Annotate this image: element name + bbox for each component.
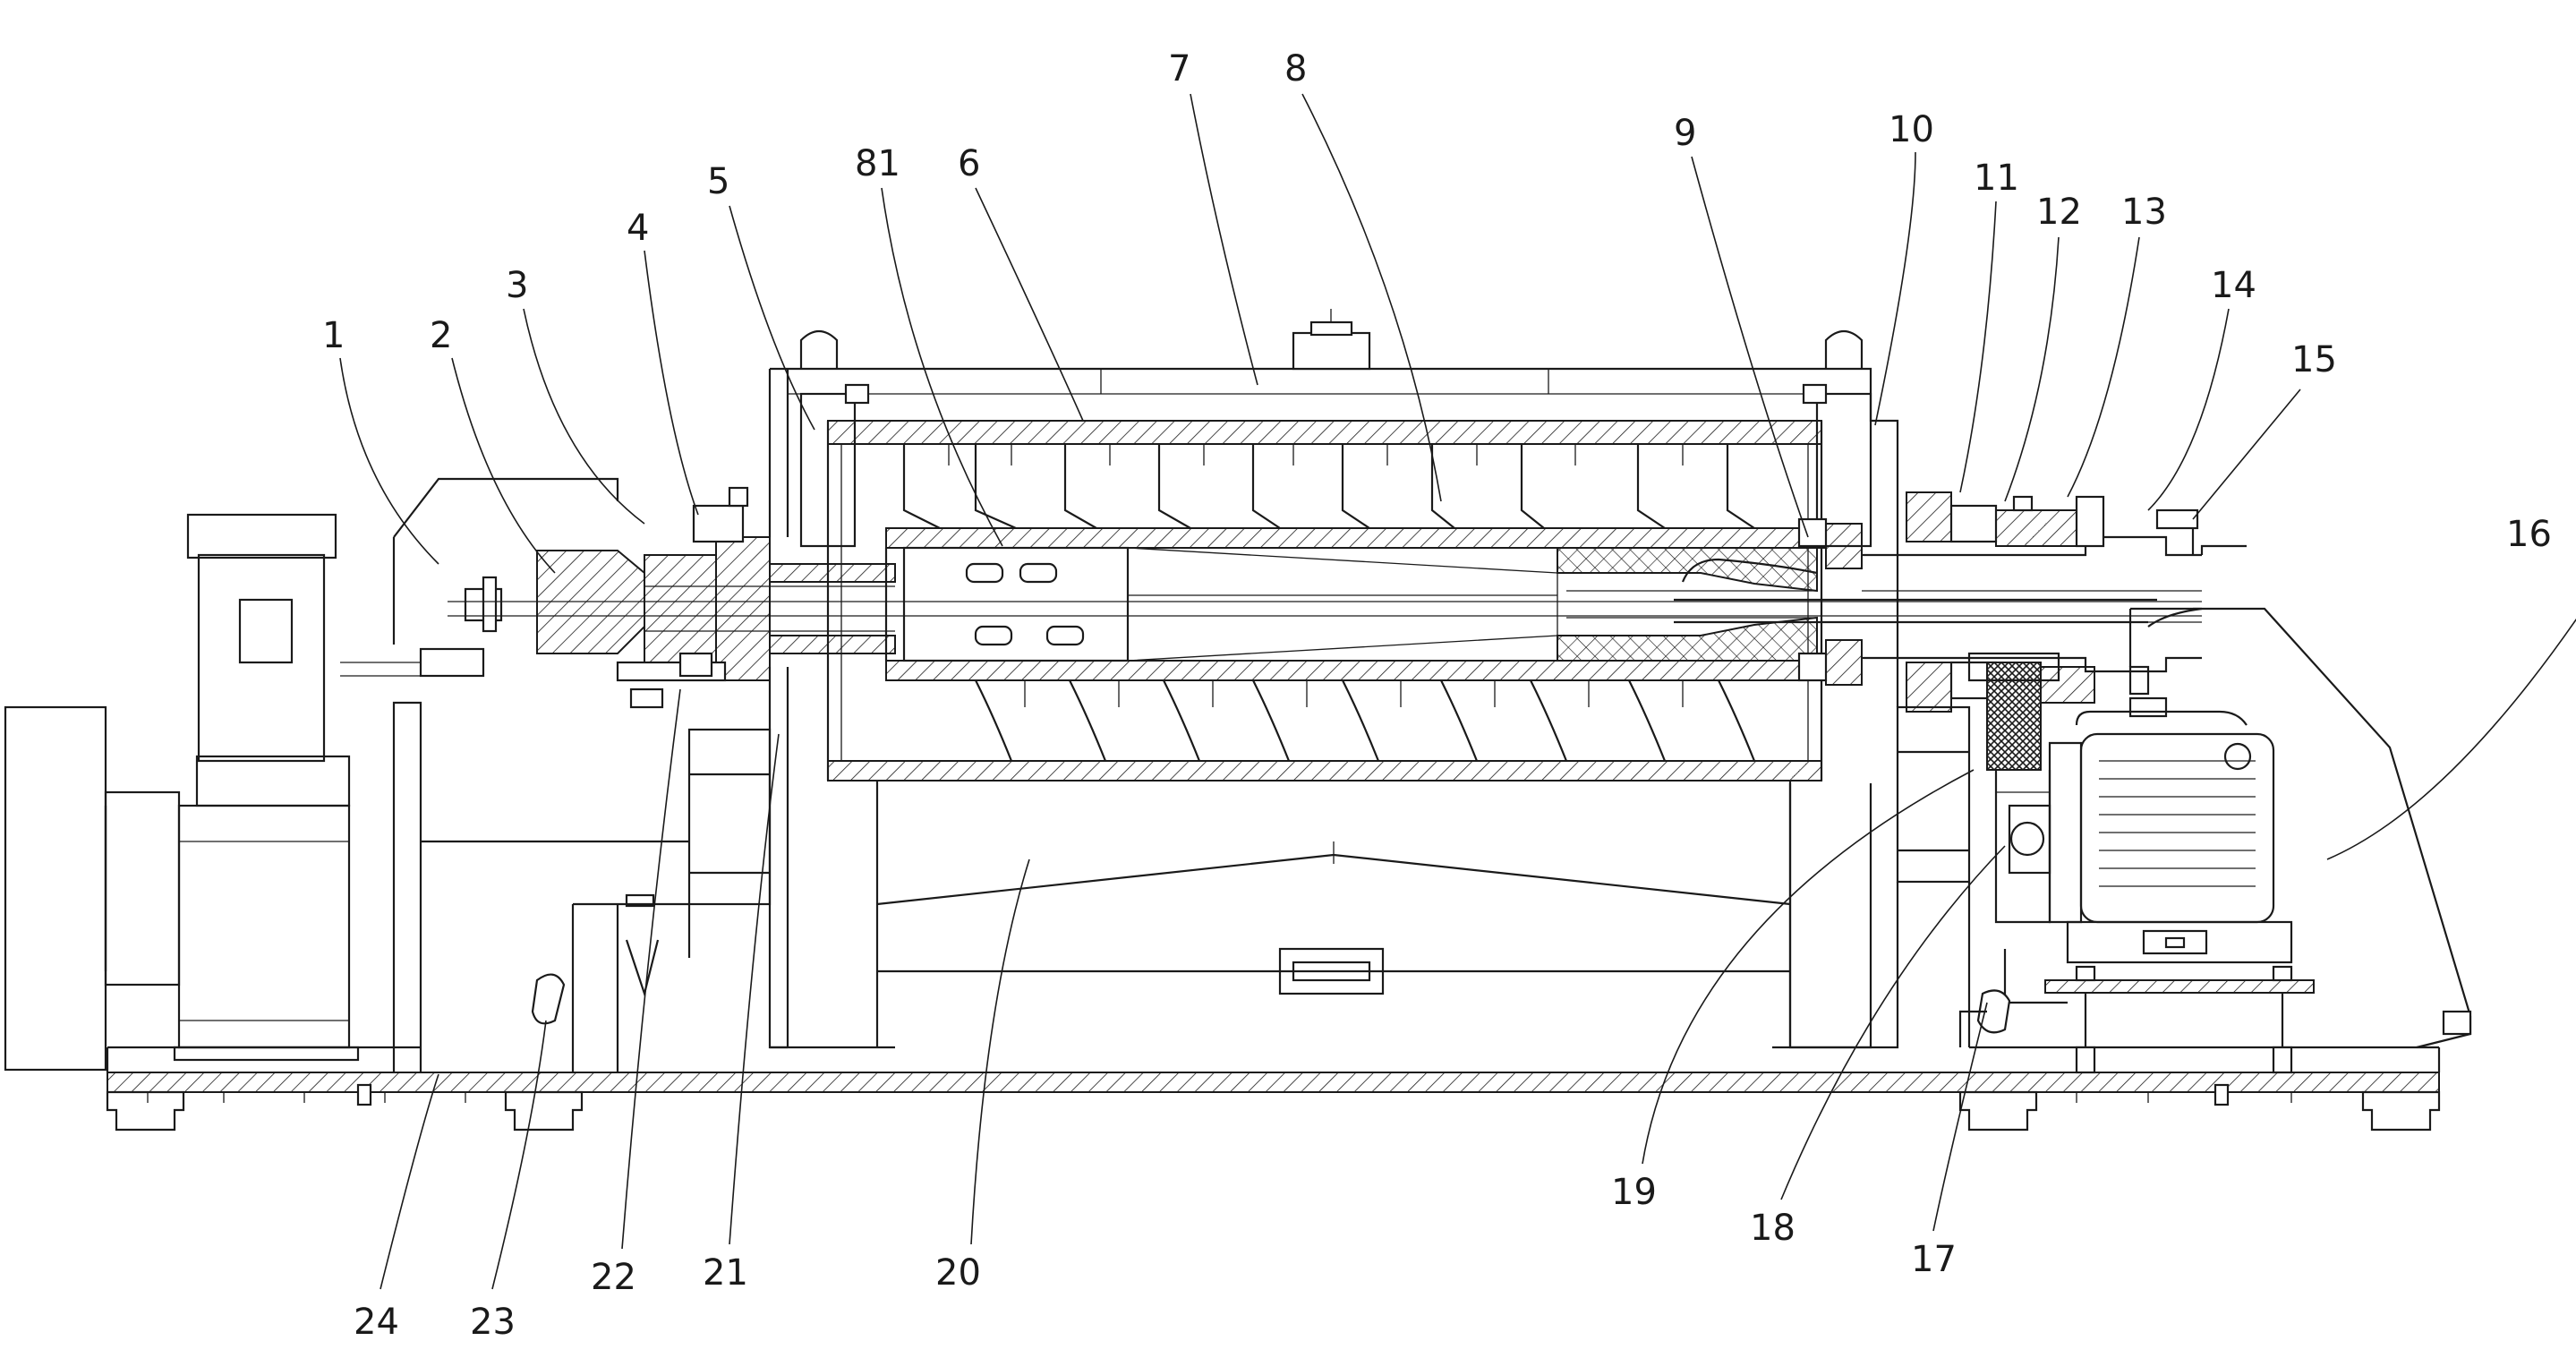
right-motor [1958,607,2472,1074]
callout-2: 2 [430,315,452,356]
callout-21: 21 [703,1252,748,1294]
screw-conveyor-hub [448,527,2202,681]
callout-7: 7 [1168,48,1190,90]
callout-24: 24 [354,1302,399,1343]
left-drive-motor [4,513,360,1072]
callout-18: 18 [1750,1208,1796,1249]
callout-3: 3 [506,265,528,306]
callout-22: 22 [591,1257,636,1298]
callout-16: 16 [2506,514,2552,555]
callout-1: 1 [322,315,345,356]
leader-lines [339,93,2576,1290]
callout-8: 8 [1284,48,1307,90]
callout-12: 12 [2036,192,2082,233]
left-support-housing [340,477,789,1072]
left-bearing-assembly [464,486,896,709]
callout-5: 5 [707,161,729,202]
base-feet [106,1090,2441,1132]
callout-15: 15 [2291,339,2337,380]
callout-10: 10 [1889,109,1934,150]
callout-13: 13 [2121,192,2167,233]
base-frame [106,1046,2441,1132]
callout-4: 4 [627,208,649,249]
callout-9: 9 [1674,113,1696,154]
screw-flights [902,444,1756,762]
callout-11: 11 [1974,158,2019,199]
callout-19: 19 [1611,1172,1657,1213]
callout-23: 23 [470,1302,516,1343]
callout-17: 17 [1911,1239,1957,1280]
callout-20: 20 [935,1252,981,1294]
callout-6: 6 [958,143,980,184]
discharge-pipe [1674,508,2247,628]
belt-pulley [1967,652,2060,924]
outer-casing [768,309,1899,548]
callout-81: 81 [855,143,900,184]
bowl-drum [826,420,1823,781]
callout-14: 14 [2211,265,2256,306]
solids-hopper [770,781,1871,1049]
callout-labels: 1 2 3 4 5 81 6 7 8 9 10 11 12 13 14 15 1… [322,48,2552,1343]
